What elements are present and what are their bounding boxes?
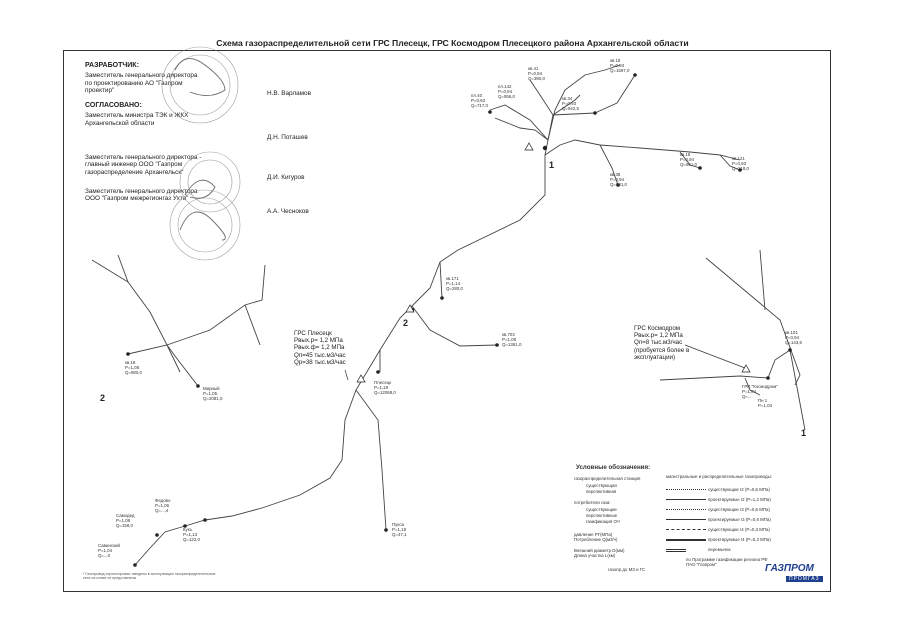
legend: Условные обозначения: газораспределитель… bbox=[568, 462, 826, 582]
grp-kosmodrom-label: ГРП "Космодром" Р=1,04 Q=... bbox=[742, 384, 778, 399]
agreed1-text: Заместитель министра ТЭК и ЖКХ Архангель… bbox=[85, 112, 189, 127]
node-label: Федово Р=1,06 Q=...,4 bbox=[155, 498, 171, 513]
legend-line bbox=[666, 519, 706, 520]
developer-text: Заместитель генерального директора по пр… bbox=[85, 72, 198, 95]
legend-item: проектируемые I4 (Р=0,3 МПа) bbox=[708, 537, 771, 542]
developer-signature: Н.В. Варламов bbox=[267, 90, 311, 97]
legend-item: газопр.до МЗ и ГС bbox=[608, 567, 646, 572]
legend-line bbox=[666, 489, 706, 490]
legend-item: проектируемые I3 (Р=0,6 МПа) bbox=[708, 517, 771, 522]
node-label: кв.703 Р=1,08 Q=1361,0 bbox=[502, 332, 522, 347]
gazprom-logo: ГАЗПРОМ bbox=[765, 563, 814, 574]
agreed-heading: СОГЛАСОВАНО: bbox=[85, 102, 142, 109]
zone-label: 2 bbox=[100, 393, 106, 403]
node-label: кв.18 Р=0,94 Q=661,0 bbox=[680, 152, 697, 167]
node-label: пл.40 Р=0,93 Q=717,0 bbox=[471, 93, 488, 108]
node-label: кв.34 Р=0,93 Q=942,5 bbox=[562, 96, 579, 111]
gas-station-symbols bbox=[356, 142, 751, 383]
grs-kosmodrom-label: ГРС Космодром Рвых.р= 1,2 МПа Qп=8 тыс.м… bbox=[634, 325, 690, 361]
agreed1-signature: Д.Н. Поташев bbox=[267, 134, 308, 141]
approvals-block: РАЗРАБОТЧИК: Заместитель генерального ди… bbox=[85, 62, 385, 252]
legend-item: магистральные и распределительные газопр… bbox=[666, 474, 772, 479]
legend-item: газификация ОЧ bbox=[586, 519, 620, 524]
legend-line bbox=[666, 539, 706, 541]
pipelines-west bbox=[91, 254, 266, 387]
drawing-sheet bbox=[63, 50, 831, 592]
agreed3-signature: А.А. Чесноков bbox=[267, 208, 309, 215]
legend-item: перспективные bbox=[586, 513, 618, 518]
legend-item: существующие bbox=[586, 507, 617, 512]
pipelines-plesetsk bbox=[134, 64, 741, 566]
legend-item: перспективная bbox=[586, 489, 617, 494]
legend-item: существующие I3 (Р=0,6 МПа) bbox=[708, 507, 770, 512]
node-label: кв.101 Р=0,94 Q=143,6 bbox=[785, 330, 802, 345]
legend-item: проектируемые I2 (Р=1,2 МПа) bbox=[708, 497, 771, 502]
grs-plesetsk-label: ГРС Плесецк Рвых.р= 1,2 МПа Рвых.ф= 1,2 … bbox=[294, 330, 346, 366]
legend-item: газораспределительная станция bbox=[574, 476, 641, 481]
node-label: кв.18 Р=0,93 Q=1597,0 bbox=[610, 58, 630, 73]
agreed3-text: Заместитель генерального директора ООО "… bbox=[85, 188, 198, 203]
node-label: Пукса Р=1,18 Q=47,1 bbox=[392, 522, 407, 537]
legend-item: Внешний диаметр D(мм) bbox=[574, 548, 625, 553]
pipelines-kosmodrom bbox=[659, 249, 806, 431]
legend-line bbox=[666, 499, 706, 500]
legend-item: Потребление Q(м3/ч) bbox=[574, 537, 618, 542]
legend-item: перемычка bbox=[708, 547, 731, 552]
legend-item: потребители газа: bbox=[574, 500, 611, 505]
developer-heading: РАЗРАБОТЧИК: bbox=[85, 62, 139, 69]
legend-line bbox=[666, 509, 706, 510]
node-label: кв.121 Р=0,93 Q=218,0 bbox=[732, 156, 749, 171]
gazprom-logo-sub: ПРОМГАЗ bbox=[786, 576, 823, 582]
footnote: * Газопровод спроектирован, введены в эк… bbox=[83, 572, 216, 581]
node-label: Пн 1 Р=1,04 bbox=[758, 398, 773, 408]
consumer-nodes bbox=[126, 73, 792, 567]
agreed2-signature: Д.И. Кигуров bbox=[267, 174, 305, 181]
node-label: пл.142 Р=0,94 Q=556,0 bbox=[498, 84, 515, 99]
node-label: кв.16 Р=1,08 Q=980,0 bbox=[125, 360, 142, 375]
leader-lines bbox=[344, 344, 746, 381]
legend-line bbox=[666, 549, 686, 552]
legend-item: давление РГ(МПа) bbox=[574, 532, 613, 537]
zone-label: 2 bbox=[403, 318, 409, 328]
node-label: Самодед Р=1,08 Q=158,0 bbox=[116, 513, 135, 528]
zone-label: 1 bbox=[549, 160, 555, 170]
legend-line bbox=[666, 529, 706, 530]
node-label: кв.171 Р=1,14 Q=280,0 bbox=[446, 276, 463, 291]
zone-label: 1 bbox=[801, 428, 807, 438]
legend-item: существующая bbox=[586, 483, 617, 488]
node-label: Плесецк Р=1,19 Q=12068,0 bbox=[374, 380, 396, 395]
legend-item: Длина участка L(км) bbox=[574, 553, 616, 558]
node-label: кв.38 Р=0,94 Q=281,0 bbox=[610, 172, 627, 187]
node-label: Мирный Р=1,05 Q=2081,0 bbox=[203, 386, 223, 401]
legend-item: существующие I4 (Р=0,3 МПа) bbox=[708, 527, 770, 532]
legend-title: Условные обозначения: bbox=[576, 464, 651, 471]
diagram-title: Схема газораспределительной сети ГРС Пле… bbox=[216, 38, 689, 48]
node-label: кв.41 Р=0,94 Q=390,0 bbox=[528, 66, 545, 81]
legend-item: по Программе газификации региона РФ ПАО … bbox=[686, 557, 768, 567]
node-label: Савинский Р=1,04 Q=...0 bbox=[98, 543, 120, 558]
approval-stamps bbox=[161, 46, 241, 261]
agreed2-text: Заместитель генерального директора - гла… bbox=[85, 154, 202, 176]
node-label: Кукъ Р=1,13 Q=122,0 bbox=[183, 527, 200, 542]
legend-item: существующие I2 (Р=0,6 МПа) bbox=[708, 487, 770, 492]
